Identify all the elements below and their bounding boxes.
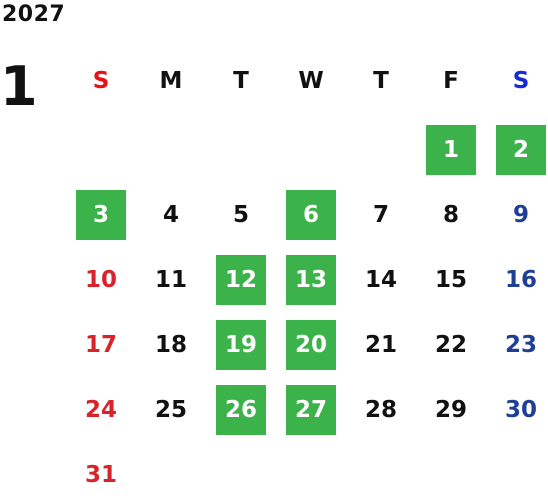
day-cell[interactable]: 18 <box>154 332 187 358</box>
day-cell[interactable]: 5 <box>232 202 249 228</box>
day-cell[interactable]: 17 <box>84 332 117 358</box>
day-cell[interactable]: 30 <box>504 397 537 423</box>
day-cell[interactable]: 3 <box>76 190 126 240</box>
day-cell[interactable]: 13 <box>286 255 336 305</box>
day-cell[interactable]: 12 <box>216 255 266 305</box>
weekday-header-saturday: S <box>512 68 530 94</box>
weekday-header-sunday: S <box>92 68 110 94</box>
day-cell[interactable]: 10 <box>84 267 117 293</box>
weekday-header-friday: F <box>443 68 459 94</box>
day-cell[interactable]: 24 <box>84 397 117 423</box>
day-cell[interactable]: 25 <box>154 397 187 423</box>
day-cell[interactable]: 14 <box>364 267 397 293</box>
day-cell[interactable]: 8 <box>442 202 459 228</box>
day-cell[interactable]: 19 <box>216 320 266 370</box>
day-cell[interactable]: 16 <box>504 267 537 293</box>
day-cell[interactable]: 6 <box>286 190 336 240</box>
day-cell[interactable]: 28 <box>364 397 397 423</box>
day-cell[interactable]: 2 <box>496 125 546 175</box>
day-cell[interactable]: 27 <box>286 385 336 435</box>
weekday-header-tuesday: T <box>233 68 249 94</box>
day-cell[interactable]: 22 <box>434 332 467 358</box>
weekday-header-wednesday: W <box>298 68 324 94</box>
day-cell[interactable]: 20 <box>286 320 336 370</box>
weekday-header-thursday: T <box>373 68 389 94</box>
day-cell[interactable]: 26 <box>216 385 266 435</box>
day-cell[interactable]: 29 <box>434 397 467 423</box>
day-cell[interactable]: 31 <box>84 462 117 488</box>
day-cell[interactable]: 23 <box>504 332 537 358</box>
day-cell[interactable]: 15 <box>434 267 467 293</box>
day-cell[interactable]: 9 <box>512 202 529 228</box>
day-cell[interactable]: 4 <box>162 202 179 228</box>
day-cell[interactable]: 11 <box>154 267 187 293</box>
month-number: 1 <box>0 55 38 118</box>
year-label: 2027 <box>2 2 66 27</box>
day-cell[interactable]: 21 <box>364 332 397 358</box>
day-cell[interactable]: 1 <box>426 125 476 175</box>
day-cell[interactable]: 7 <box>372 202 389 228</box>
weekday-header-monday: M <box>159 68 183 94</box>
